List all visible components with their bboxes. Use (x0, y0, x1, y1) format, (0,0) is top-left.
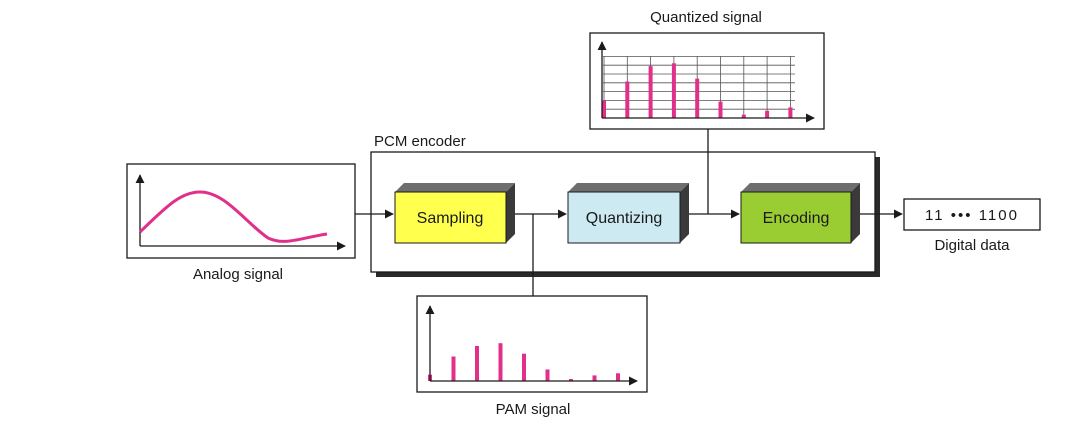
pam-sample-bar (592, 375, 597, 381)
quantized-sample-bar (741, 114, 746, 118)
pam-sample-bar (522, 353, 526, 381)
encoding-block-label: Encoding (763, 210, 830, 227)
pam-sample-bar (616, 373, 620, 381)
encoding-block-face (740, 191, 852, 244)
quantized-sample-bar (718, 101, 723, 118)
pam-sample-bar (569, 379, 573, 381)
quantized-sample-bar (602, 100, 606, 118)
quantizing-block-side (680, 183, 689, 243)
sampling-block-face (394, 191, 507, 244)
analog-signal-label: Analog signal (193, 266, 283, 283)
quantized-sample-bar (765, 110, 770, 118)
quantized-signal-label: Quantized signal (650, 9, 762, 26)
pam-sample-bar (451, 356, 456, 381)
pcm-encoder-label: PCM encoder (374, 133, 466, 150)
encoding-block: Encoding (740, 183, 860, 244)
encoding-block-side (851, 183, 860, 243)
sampling-block-side (506, 183, 515, 243)
digital-data-label: Digital data (934, 237, 1010, 254)
analog-signal-frame (126, 163, 356, 259)
quantized-bars (602, 63, 793, 118)
quantized-sample-bar (788, 107, 793, 118)
digital-data-value: 11 ••• 1100 (925, 207, 1019, 224)
quantized-sample-bar (695, 78, 700, 118)
analog-signal-panel (126, 163, 356, 259)
pam-sample-bar (545, 369, 550, 381)
quantizing-block-label: Quantizing (586, 210, 663, 227)
quantized-sample-bar (671, 63, 676, 118)
quantizing-block-face (567, 191, 681, 244)
quantized-sample-bar (625, 81, 630, 118)
quantized-signal-panel (589, 32, 825, 130)
quantized-sample-bar (648, 66, 653, 118)
quantizing-block-top (568, 183, 689, 192)
sampling-block: Sampling (394, 183, 515, 244)
analog-signal-curve (138, 190, 328, 243)
sampling-block-label: Sampling (417, 210, 484, 227)
pam-signal-panel (416, 295, 648, 393)
sampling-block-top (395, 183, 515, 192)
pam-sample-bar (475, 346, 479, 381)
digital-data-box (903, 198, 1041, 231)
encoding-block-top (741, 183, 860, 192)
pam-signal-label: PAM signal (496, 401, 571, 418)
pam-sample-bar (498, 343, 503, 381)
quantizing-block: Quantizing (567, 183, 689, 244)
